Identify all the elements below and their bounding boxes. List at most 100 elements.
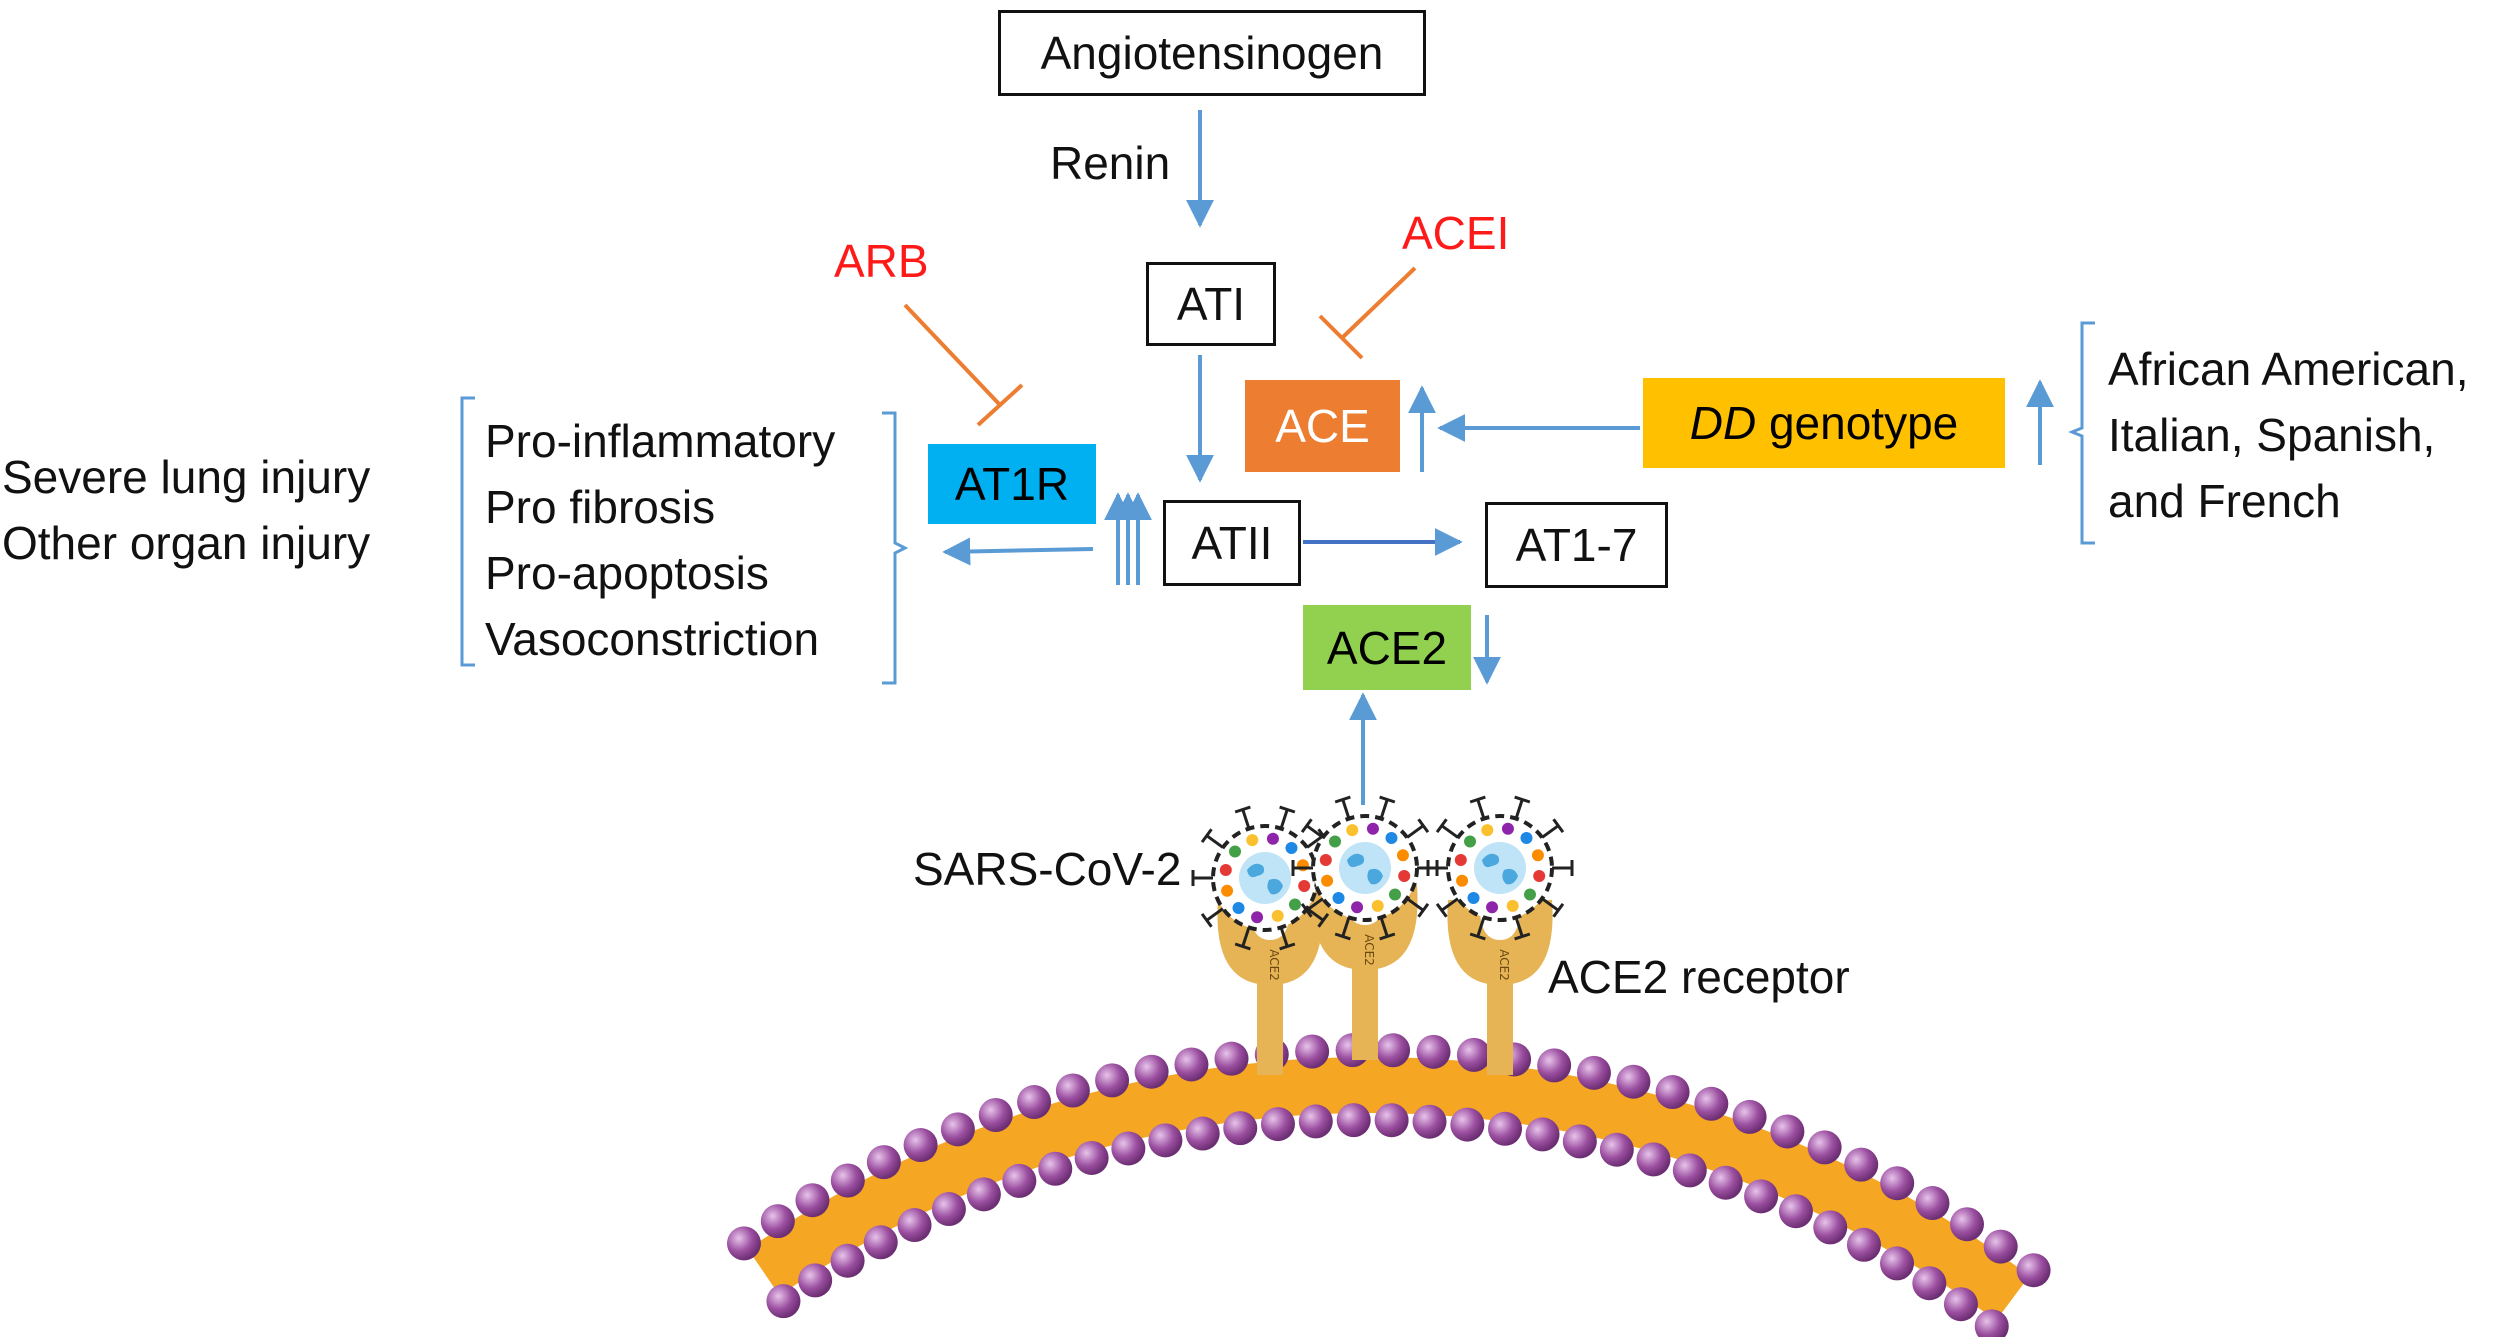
- ati-box: ATI: [1146, 262, 1276, 346]
- lipid-head: [1295, 1034, 1330, 1069]
- ace2-box: ACE2: [1303, 605, 1471, 690]
- effects-left-bracket: [460, 396, 475, 667]
- lipid-head: [1260, 1107, 1295, 1142]
- lipid-head: [830, 1163, 865, 1198]
- lipid-head: [1223, 1111, 1258, 1146]
- dd-genotype-italic: DD: [1689, 397, 1757, 449]
- lipid-head: [1450, 1107, 1485, 1142]
- lipid-head: [903, 1128, 938, 1163]
- ace2-receptor-label: ACE2 receptor: [1548, 951, 1850, 1003]
- lipid-head: [1214, 1041, 1249, 1076]
- renin-label: Renin: [1050, 137, 1171, 189]
- lipid-head: [1416, 1034, 1451, 1069]
- lipid-head: [1655, 1075, 1690, 1110]
- angiotensinogen-box: Angiotensinogen: [998, 10, 1426, 96]
- lipid-head: [1844, 1147, 1879, 1182]
- outcomes-list: Severe lung injury Other organ injury: [2, 444, 370, 576]
- lipid-head: [1915, 1186, 1950, 1221]
- atii-box: ATII: [1163, 500, 1301, 586]
- effect-item: Pro fibrosis: [485, 481, 716, 533]
- lipid-head: [966, 1177, 1001, 1212]
- lipid-head: [1298, 1104, 1333, 1139]
- arb-label: ARB: [834, 235, 929, 287]
- lipid-head: [1174, 1047, 1209, 1082]
- lipid-head: [1880, 1166, 1915, 1201]
- lipid-head: [1616, 1064, 1651, 1099]
- lipid-head: [897, 1208, 932, 1243]
- lipid-head: [1599, 1132, 1634, 1167]
- lipid-head: [1879, 1246, 1914, 1281]
- populations-bracket: [2067, 321, 2095, 545]
- arrow-atii-to-effects: [942, 537, 1094, 566]
- svg-text:ACE2: ACE2: [1267, 949, 1281, 981]
- svg-text:ACE2: ACE2: [1497, 949, 1511, 981]
- lipid-head: [1488, 1111, 1523, 1146]
- ace2-receptor: ACE2: [1447, 900, 1553, 1075]
- population-item: African American,: [2108, 343, 2469, 395]
- lipid-head: [1148, 1123, 1183, 1158]
- lipid-head: [1974, 1309, 2009, 1337]
- effects-list: Pro-inflammatory Pro fibrosis Pro-apopto…: [485, 408, 835, 672]
- lipid-head: [1111, 1131, 1146, 1166]
- lipid-head: [940, 1112, 975, 1147]
- outcome-item: Severe lung injury: [2, 451, 371, 503]
- lipid-head: [1134, 1054, 1169, 1089]
- lipid-head: [1672, 1153, 1707, 1188]
- lipid-head: [931, 1192, 966, 1227]
- dd-genotype-box: DD genotype: [1643, 378, 2005, 468]
- lipid-head: [766, 1284, 801, 1319]
- lipid-head: [863, 1225, 898, 1260]
- effect-item: Pro-inflammatory: [485, 415, 836, 467]
- lipid-head: [1038, 1151, 1073, 1186]
- lipid-head: [1708, 1165, 1743, 1200]
- lipid-head: [1412, 1104, 1447, 1139]
- outcome-item: Other organ injury: [2, 517, 371, 569]
- dd-genotype-text: genotype: [1756, 397, 1959, 449]
- ace-box: ACE: [1245, 380, 1400, 472]
- population-item: Italian, Spanish,: [2108, 409, 2436, 461]
- lipid-head: [866, 1145, 901, 1180]
- lipid-head: [1807, 1130, 1842, 1165]
- lipid-head: [1576, 1055, 1611, 1090]
- sars-cov-2-viruses: [1191, 795, 1574, 951]
- populations-list: African American, Italian, Spanish, and …: [2108, 336, 2468, 534]
- at1r-box: AT1R: [928, 444, 1096, 524]
- lipid-head: [1778, 1194, 1813, 1229]
- virus-particle: [1291, 795, 1439, 941]
- population-item: and French: [2108, 475, 2341, 527]
- pathway-arrows: [942, 110, 2054, 805]
- lipid-head: [1017, 1085, 1052, 1120]
- lipid-head: [1002, 1163, 1037, 1198]
- lipid-head: [1525, 1117, 1560, 1152]
- effects-right-bracket: [882, 411, 909, 685]
- cell-membrane: [726, 1033, 2051, 1337]
- ace2-receptors: ACE2 ACE2 ACE2: [1217, 885, 1553, 1075]
- lipid-head: [1456, 1037, 1491, 1072]
- lipid-head: [1949, 1207, 1984, 1242]
- lipid-head: [1770, 1114, 1805, 1149]
- acei-inhibitor-line: [1341, 266, 1417, 339]
- membrane-lipid-tails: [747, 1057, 2030, 1321]
- lipid-head: [1055, 1073, 1090, 1108]
- lipid-head: [1074, 1140, 1109, 1175]
- svg-text:ACE2: ACE2: [1362, 934, 1376, 966]
- lipid-head: [795, 1183, 830, 1218]
- inhibitor-lines: [903, 266, 1417, 427]
- lipid-head: [1374, 1103, 1409, 1138]
- lipid-head: [726, 1226, 761, 1261]
- lipid-head: [1185, 1116, 1220, 1151]
- brackets: [460, 321, 2095, 685]
- lipid-head: [1095, 1063, 1130, 1098]
- effect-item: Pro-apoptosis: [485, 547, 769, 599]
- lipid-head: [760, 1204, 795, 1239]
- acei-inhibitor-bar: [1318, 314, 1364, 360]
- lipid-head: [1694, 1086, 1729, 1121]
- lipid-head: [1983, 1229, 2018, 1264]
- lipid-head: [1744, 1179, 1779, 1214]
- lipid-head: [1732, 1099, 1767, 1134]
- lipid-head: [1813, 1210, 1848, 1245]
- lipid-head: [978, 1097, 1013, 1132]
- acei-label: ACEI: [1402, 207, 1510, 259]
- lipid-head: [798, 1263, 833, 1298]
